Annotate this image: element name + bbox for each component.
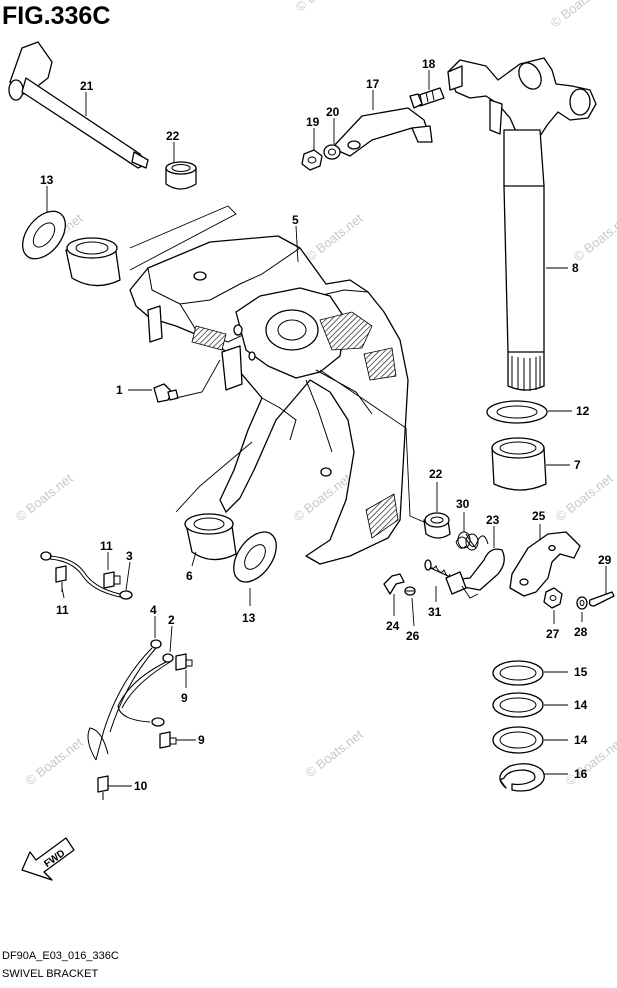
callout-18: 18 — [422, 57, 436, 71]
callout-19: 19 — [306, 115, 320, 129]
callout-30: 30 — [456, 497, 470, 511]
callout-26: 26 — [406, 629, 420, 643]
callout-7: 7 — [574, 458, 581, 472]
part-5-swivel-bracket — [129, 235, 409, 565]
part-7-bushing — [491, 437, 547, 491]
figure-caption: SWIVEL BRACKET — [2, 968, 99, 980]
part-9-screw-a — [175, 653, 193, 671]
callout-1: 1 — [116, 383, 123, 397]
callout-17: 17 — [366, 77, 380, 91]
callout-15: 15 — [574, 665, 588, 679]
watermark: © Boats.net — [303, 726, 366, 780]
callout-27: 27 — [546, 627, 560, 641]
callout-28: 28 — [574, 625, 588, 639]
watermark: © Boats.net — [553, 470, 616, 524]
part-6-bushing-lower — [184, 513, 237, 561]
watermark: © Boats.net — [563, 734, 617, 788]
part-2-ground-lead — [117, 653, 174, 727]
part-27-nut — [543, 587, 563, 609]
part-28-washer — [576, 596, 588, 610]
watermark: © Boats.net — [548, 0, 611, 30]
part-13-washer-upper — [22, 210, 66, 260]
callouts: 21 22 13 5 17 18 19 20 8 1 12 7 22 30 23… — [40, 57, 612, 793]
callout-9: 9 — [181, 691, 188, 705]
part-20-washer — [323, 144, 341, 160]
part-1-grease-nipple — [153, 383, 179, 403]
callout-10: 10 — [134, 779, 148, 793]
part-25-tilt-stopper — [509, 531, 581, 597]
callout-31: 31 — [428, 605, 442, 619]
part-18-bolt — [409, 87, 445, 109]
callout-6: 6 — [186, 569, 193, 583]
part-3-ground-lead — [40, 551, 133, 600]
callout-11: 11 — [100, 539, 113, 553]
callout-16: 16 — [574, 767, 588, 781]
part-8-steering-shaft — [447, 57, 597, 391]
part-9-screw-b — [159, 731, 177, 749]
figure-title: FIG.336C — [2, 2, 111, 30]
part-15-washer — [492, 660, 544, 686]
callout-8: 8 — [572, 261, 579, 275]
callout-12: 12 — [576, 404, 590, 418]
part-11-screw-b — [55, 565, 67, 592]
callout-22: 22 — [429, 467, 443, 481]
fwd-arrow-icon: FWD — [21, 837, 75, 881]
callout-23: 23 — [486, 513, 500, 527]
part-17-bracket — [331, 107, 433, 157]
watermark: © Boats.net — [293, 0, 356, 14]
part-13-washer-lower — [233, 531, 277, 583]
leader-lines — [46, 70, 607, 787]
callout-3: 3 — [126, 549, 133, 563]
watermark: © Boats.net — [23, 734, 86, 788]
part-10-screw — [97, 775, 109, 800]
callout-20: 20 — [326, 105, 340, 119]
callout-13: 13 — [40, 173, 54, 187]
callout-5: 5 — [292, 213, 299, 227]
part-19-nut — [301, 149, 323, 171]
callout-14: 14 — [574, 733, 588, 747]
assembly-lines — [129, 205, 479, 599]
part-21-tilt-shaft — [8, 41, 149, 169]
callout-13: 13 — [242, 611, 256, 625]
callout-4: 4 — [150, 603, 157, 617]
part-29-cotter-pin — [588, 591, 615, 607]
part-31-spring — [424, 559, 451, 577]
callout-24: 24 — [386, 619, 400, 633]
callout-22: 22 — [166, 129, 180, 143]
part-24-clip — [383, 573, 405, 595]
part-6-bushing-upper — [65, 237, 121, 287]
part-30-spring — [455, 531, 489, 551]
callout-21: 21 — [80, 79, 94, 93]
watermark: © Boats.net — [13, 470, 76, 524]
part-22-bushing-upper — [165, 161, 197, 190]
part-14-washer-b — [492, 726, 544, 754]
part-14-washer-a — [492, 692, 544, 718]
callout-9: 9 — [198, 733, 205, 747]
part-12-washer — [486, 400, 548, 424]
part-4-ground-lead — [87, 639, 162, 761]
callout-2: 2 — [168, 613, 175, 627]
figure-code: DF90A_E03_016_336C — [2, 950, 119, 962]
callout-29: 29 — [598, 553, 612, 567]
part-26-screw — [404, 586, 416, 596]
watermark: © Boats.net — [303, 210, 366, 264]
part-22-bushing-lower — [423, 512, 451, 539]
part-11-screw-a — [103, 571, 121, 589]
callout-11: 11 — [56, 603, 69, 617]
part-23-lever — [445, 548, 505, 595]
callout-25: 25 — [532, 509, 546, 523]
callout-14: 14 — [574, 698, 588, 712]
watermark: © Boats.net — [571, 210, 617, 264]
part-16-circlip — [499, 763, 545, 792]
